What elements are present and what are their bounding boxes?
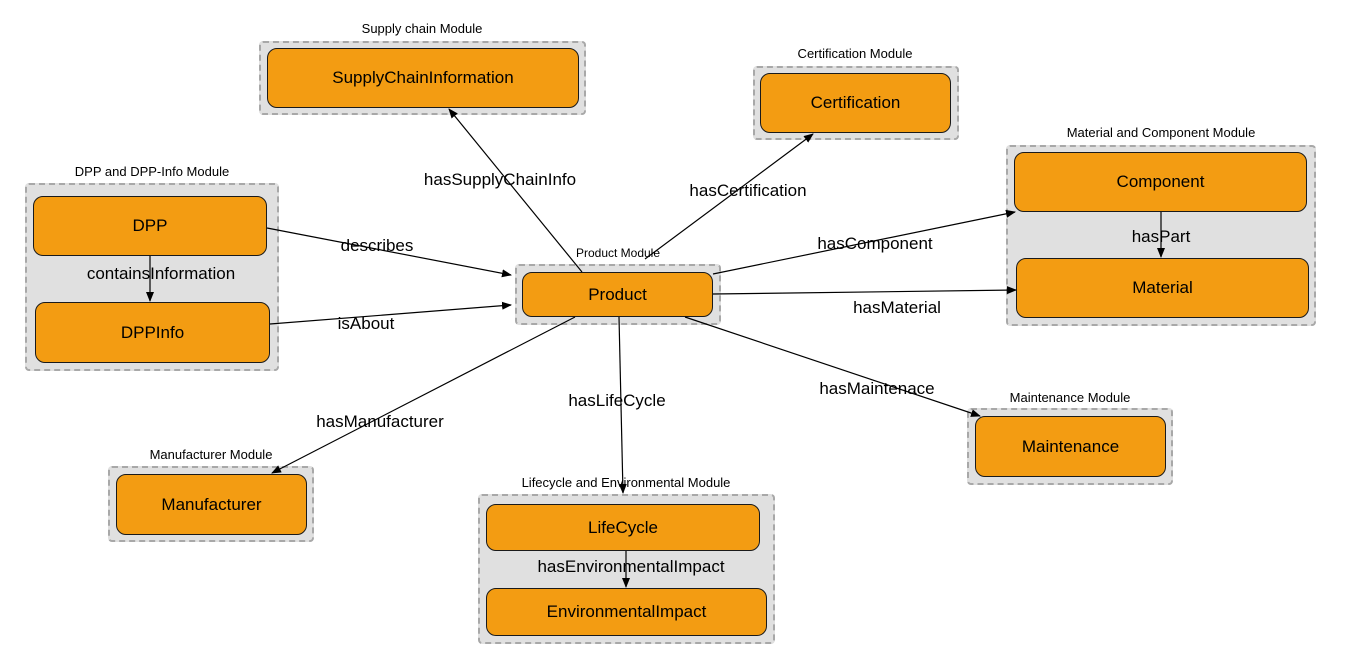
edge-has-certification: [644, 133, 814, 260]
label-has-material: hasMaterial: [853, 298, 941, 317]
label-has-environmental-impact: hasEnvironmentalImpact: [537, 557, 725, 576]
label-has-part: hasPart: [1131, 227, 1191, 246]
edge-has-supply-chain-info: [448, 108, 583, 273]
label-has-life-cycle: hasLifeCycle: [568, 391, 666, 410]
label-contains-information: containsInformation: [86, 264, 236, 283]
supply-chain-module-title: Supply chain Module: [361, 21, 483, 36]
certification-node[interactable]: Certification: [760, 73, 951, 133]
edge-has-manufacturer: [271, 316, 576, 474]
edge-describes: [266, 227, 512, 278]
supply-chain-information-node[interactable]: SupplyChainInformation: [267, 48, 579, 108]
product-module-title: Product Module: [575, 246, 661, 260]
label-describes: describes: [340, 236, 414, 255]
edge-is-about: [269, 301, 512, 325]
dpp-info-node[interactable]: DPPInfo: [35, 302, 270, 363]
label-has-supply-chain-info: hasSupplyChainInfo: [423, 170, 577, 189]
edge-has-material: [712, 286, 1017, 295]
maintenance-module-title: Maintenance Module: [1009, 390, 1131, 405]
dpp-node[interactable]: DPP: [33, 196, 267, 256]
certification-module-title: Certification Module: [797, 46, 913, 61]
label-is-about: isAbout: [337, 314, 395, 333]
lifecycle-env-module-title: Lifecycle and Environmental Module: [521, 475, 731, 490]
material-component-module-title: Material and Component Module: [1066, 125, 1256, 140]
label-has-certification: hasCertification: [689, 181, 807, 200]
lifecycle-node[interactable]: LifeCycle: [486, 504, 760, 551]
edge-has-component: [712, 209, 1016, 275]
maintenance-node[interactable]: Maintenance: [975, 416, 1166, 477]
label-has-component: hasComponent: [817, 234, 933, 253]
manufacturer-node[interactable]: Manufacturer: [116, 474, 307, 535]
label-has-manufacturer: hasManufacturer: [316, 412, 444, 431]
edge-has-maintenance: [684, 316, 981, 417]
edge-has-life-cycle: [618, 316, 627, 494]
environmental-impact-node[interactable]: EnvironmentalImpact: [486, 588, 767, 636]
product-node[interactable]: Product: [522, 272, 713, 317]
manufacturer-module-title: Manufacturer Module: [149, 447, 273, 462]
label-has-maintenance: hasMaintenace: [819, 379, 935, 398]
dpp-info-module-title: DPP and DPP-Info Module: [74, 164, 230, 179]
component-node[interactable]: Component: [1014, 152, 1307, 212]
